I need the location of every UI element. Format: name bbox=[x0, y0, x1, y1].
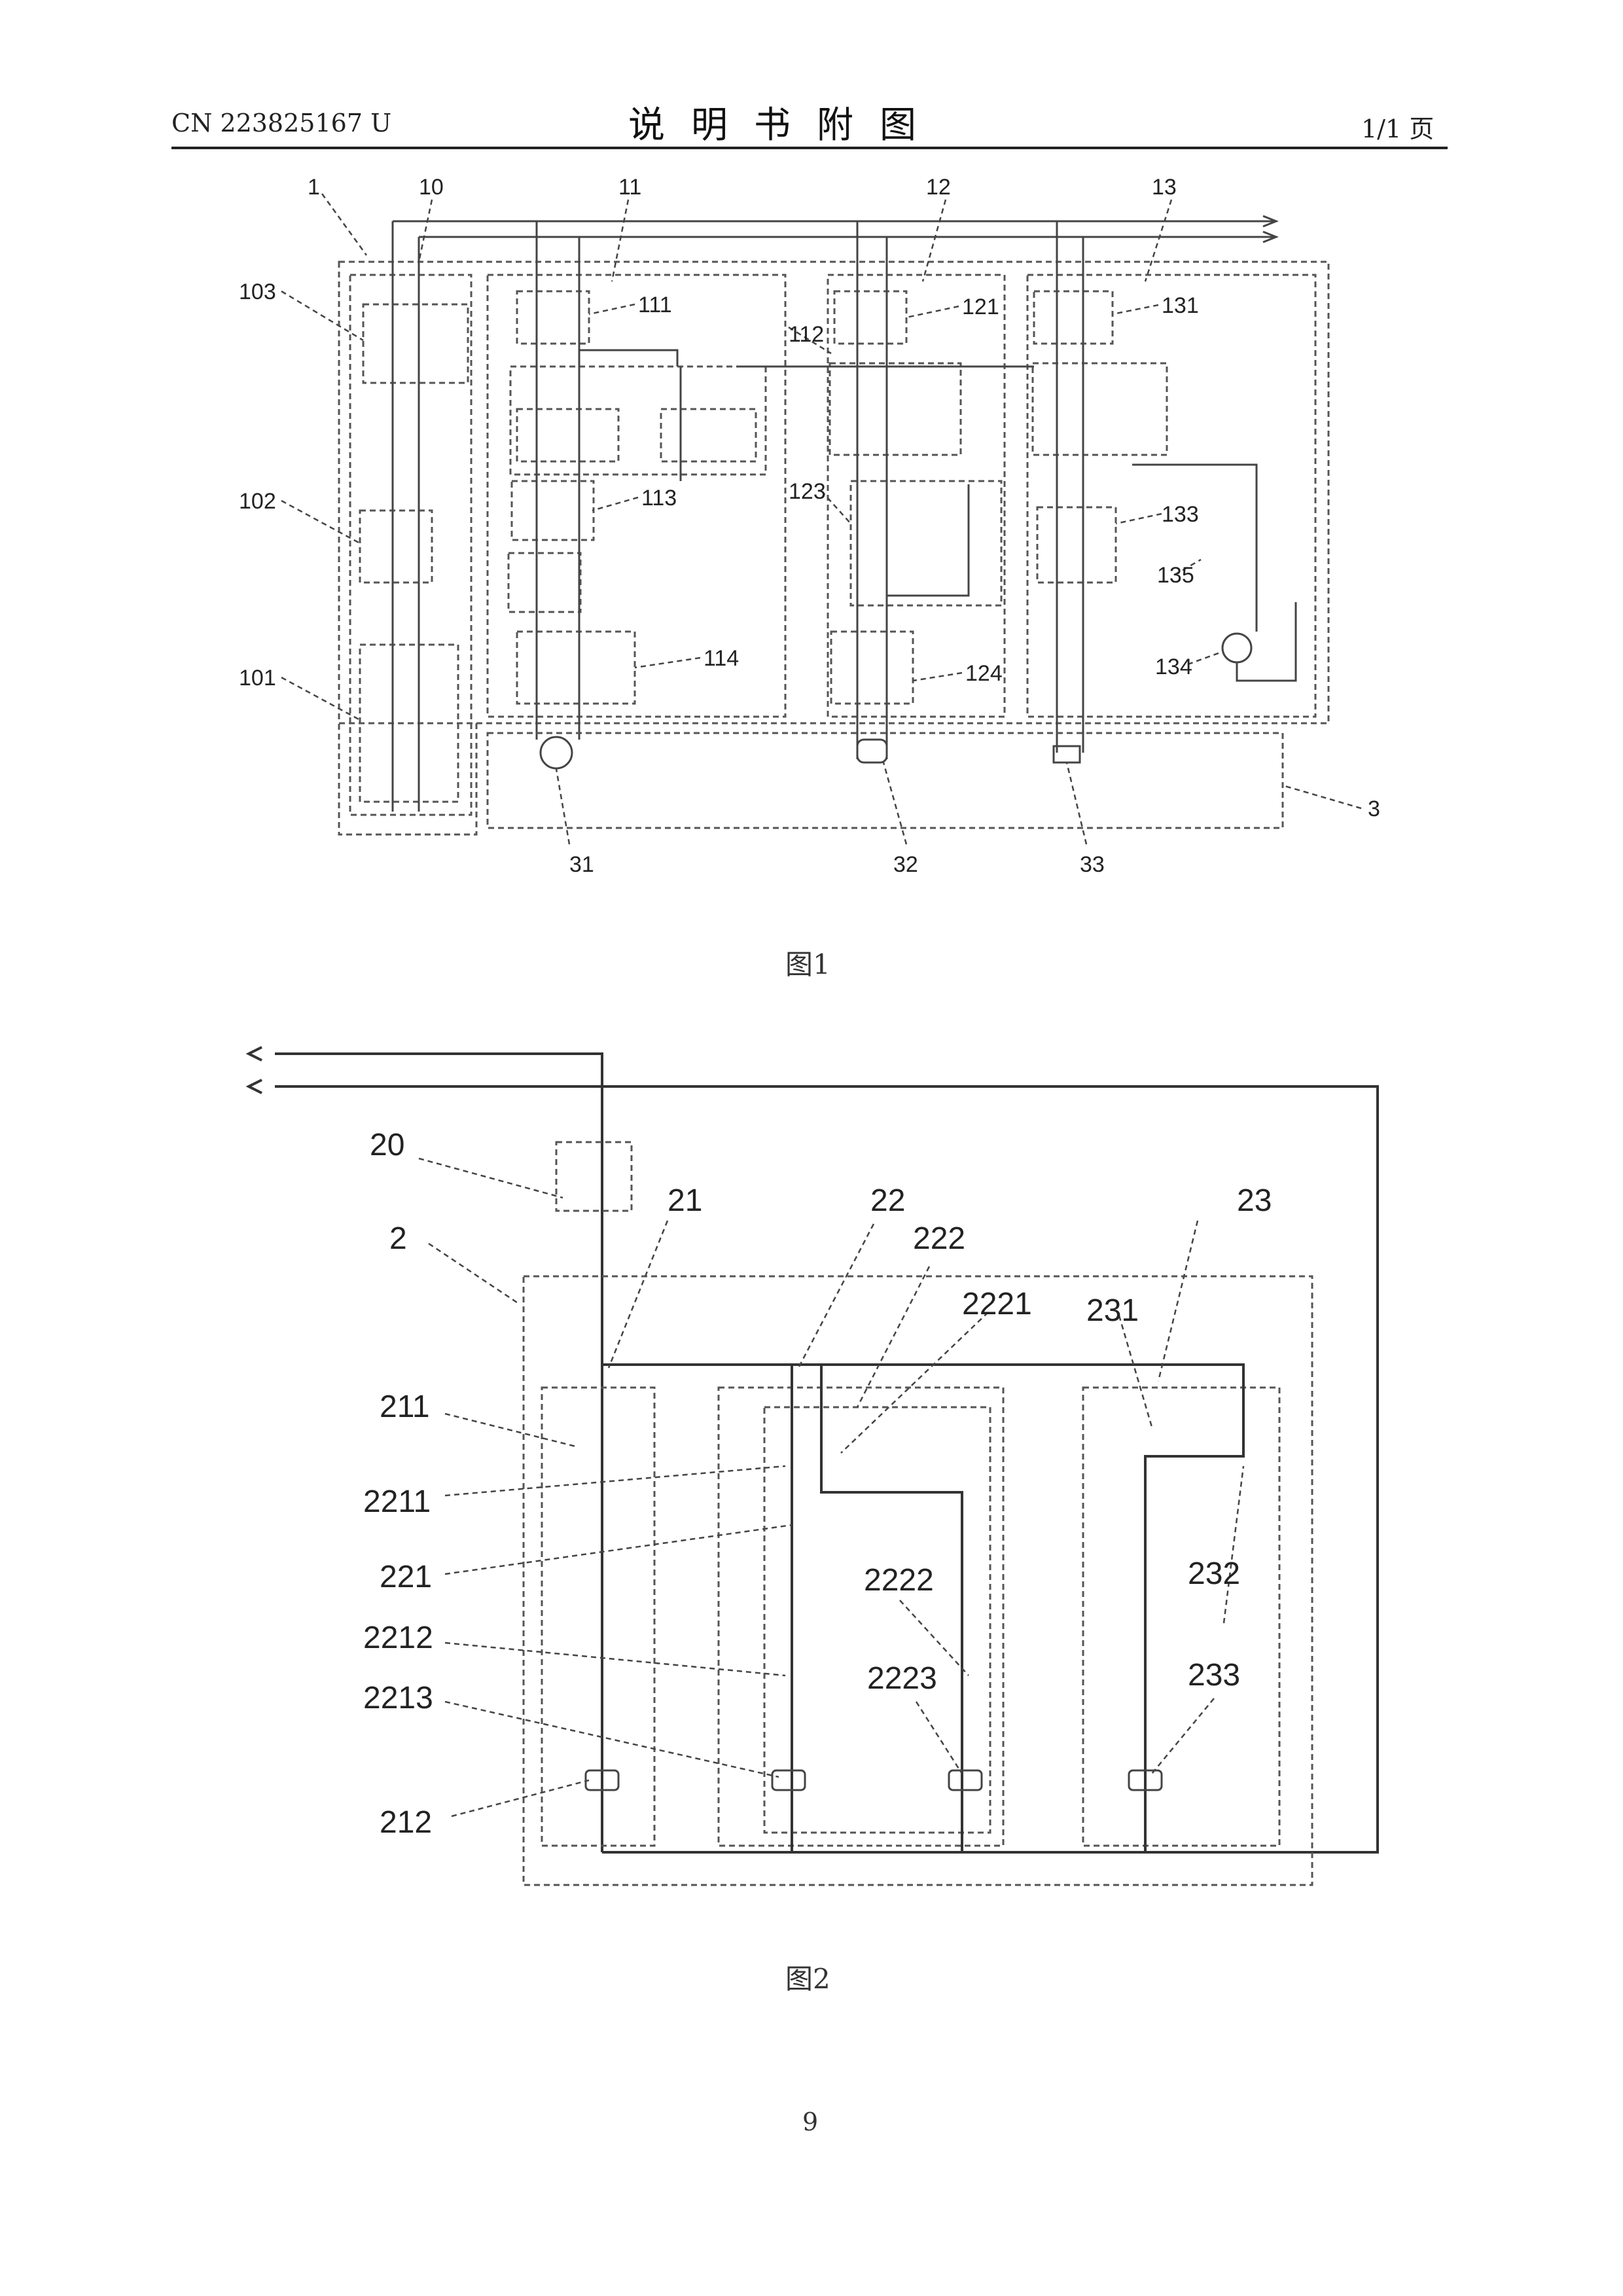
label-134: 134 bbox=[1155, 655, 1192, 679]
label-20: 20 bbox=[370, 1128, 404, 1162]
label-112: 112 bbox=[789, 322, 824, 347]
module-3 bbox=[488, 733, 1283, 828]
module-13 bbox=[1027, 275, 1315, 717]
label-2213: 2213 bbox=[363, 1681, 433, 1715]
label-10: 10 bbox=[419, 175, 444, 200]
component-222 bbox=[764, 1407, 990, 1833]
fig2-main-lines bbox=[275, 1054, 1378, 1852]
label-101: 101 bbox=[239, 666, 276, 691]
fig2-internal-wires bbox=[602, 1365, 1243, 1852]
component-124 bbox=[831, 632, 913, 704]
label-221: 221 bbox=[380, 1560, 432, 1594]
label-3: 3 bbox=[1368, 797, 1380, 821]
component-114 bbox=[517, 632, 635, 704]
module-22 bbox=[719, 1388, 1003, 1846]
label-212: 212 bbox=[380, 1805, 432, 1840]
label-113: 113 bbox=[641, 486, 677, 511]
label-2222: 2222 bbox=[864, 1563, 934, 1598]
label-2221: 2221 bbox=[962, 1287, 1032, 1321]
label-11: 11 bbox=[618, 175, 641, 200]
label-233: 233 bbox=[1188, 1658, 1240, 1693]
module-10-wires bbox=[393, 221, 419, 812]
sub-112a bbox=[517, 409, 618, 461]
label-2223: 2223 bbox=[867, 1661, 937, 1696]
label-232: 232 bbox=[1188, 1556, 1240, 1591]
fig1-leader-lines bbox=[281, 194, 1361, 844]
component-113b bbox=[508, 553, 580, 612]
label-231: 231 bbox=[1086, 1293, 1139, 1328]
label-121: 121 bbox=[962, 295, 999, 319]
component-131 bbox=[1034, 291, 1113, 344]
component-103 bbox=[363, 304, 468, 383]
label-33: 33 bbox=[1080, 852, 1105, 877]
figure-2-caption: 图2 bbox=[785, 1957, 830, 1997]
label-2211: 2211 bbox=[363, 1484, 431, 1519]
component-31 bbox=[541, 737, 572, 768]
label-22: 22 bbox=[870, 1183, 905, 1218]
label-12: 12 bbox=[926, 175, 951, 200]
label-211: 211 bbox=[380, 1390, 430, 1424]
page-number: 9 bbox=[802, 2108, 818, 2136]
component-121 bbox=[834, 291, 906, 344]
label-32: 32 bbox=[893, 852, 918, 877]
label-23: 23 bbox=[1237, 1183, 1272, 1218]
label-31: 31 bbox=[569, 852, 594, 877]
label-135: 135 bbox=[1157, 563, 1194, 588]
label-124: 124 bbox=[965, 661, 1003, 686]
label-2212: 2212 bbox=[363, 1621, 433, 1655]
sub-112b bbox=[661, 409, 756, 461]
module-11 bbox=[488, 275, 785, 717]
label-13: 13 bbox=[1152, 175, 1177, 200]
figure-1: 1 10 11 12 13 103 102 101 111 112 113 11… bbox=[239, 175, 1380, 877]
component-123 bbox=[851, 481, 1001, 605]
label-222: 222 bbox=[913, 1221, 965, 1256]
label-131: 131 bbox=[1162, 293, 1199, 318]
component-122 bbox=[830, 363, 961, 455]
component-134-motor bbox=[1222, 634, 1251, 662]
label-103: 103 bbox=[239, 279, 276, 304]
label-21: 21 bbox=[668, 1183, 702, 1218]
module-21 bbox=[542, 1388, 654, 1846]
module-12 bbox=[828, 275, 1005, 717]
label-102: 102 bbox=[239, 489, 276, 514]
label-111: 111 bbox=[638, 293, 672, 317]
bus-arrows bbox=[1263, 216, 1276, 242]
label-123: 123 bbox=[789, 479, 826, 504]
component-112-left bbox=[510, 367, 766, 475]
label-2: 2 bbox=[389, 1221, 407, 1256]
label-1: 1 bbox=[308, 175, 320, 200]
component-102 bbox=[360, 511, 432, 583]
component-133 bbox=[1037, 507, 1116, 583]
figure-2: 20 2 21 22 222 2221 23 231 211 2211 221 … bbox=[249, 1047, 1378, 1885]
figure-1-caption: 图1 bbox=[785, 942, 830, 982]
fig2-arrows bbox=[249, 1047, 262, 1093]
module-10 bbox=[350, 275, 471, 815]
label-114: 114 bbox=[704, 646, 739, 671]
bus-lines bbox=[393, 221, 1276, 237]
component-2213 bbox=[772, 1770, 805, 1790]
component-20 bbox=[556, 1142, 632, 1211]
component-2223 bbox=[949, 1770, 982, 1790]
label-133: 133 bbox=[1162, 502, 1199, 527]
component-132 bbox=[1033, 363, 1167, 455]
component-113 bbox=[512, 481, 594, 540]
component-32 bbox=[857, 740, 887, 762]
